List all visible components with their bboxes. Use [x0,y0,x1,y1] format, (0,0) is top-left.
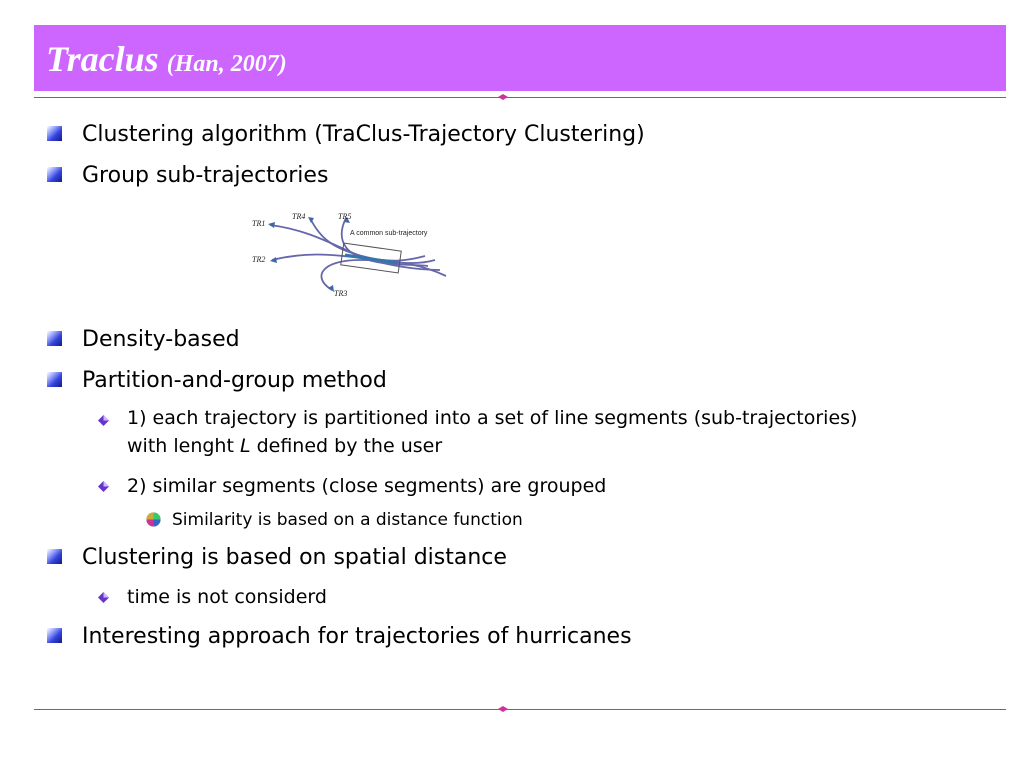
trajectory-line-3 [320,259,447,291]
sub-bullet-partitioned-text-a: 1) each trajectory is partitioned into a… [127,407,858,457]
bullet-clustering-algorithm: Clustering algorithm (TraClus-Trajectory… [82,122,645,147]
diamond-bullet-icon [98,481,109,492]
bullet-square-icon [47,331,62,346]
sub-bullet-partitioned: 1) each trajectory is partitioned into a… [127,404,887,460]
bottom-divider [34,709,1006,710]
bullet-spatial-distance: Clustering is based on spatial distance [82,545,507,570]
bullet-square-icon [47,628,62,643]
bullet-square-icon [47,372,62,387]
title-citation: (Han, 2007) [166,51,287,77]
trajectory-line-4 [309,217,426,262]
common-subtrajectory-segment [344,253,399,265]
top-divider-diamond [498,94,508,100]
arrowhead-5 [344,217,350,223]
bullet-density-based: Density-based [82,327,240,352]
fig-label-tr4: TR4 [292,212,305,221]
bottom-divider-diamond [498,706,508,712]
arrowhead-1 [268,222,275,228]
bullet-hurricanes: Interesting approach for trajectories of… [82,624,632,649]
fig-label-tr5: TR5 [338,212,351,221]
common-subtrajectory-box [340,242,402,274]
flower-bullet-icon [146,512,161,527]
fig-caption: A common sub-trajectory [350,230,428,237]
sub-bullet-grouped: 2) similar segments (close segments) are… [127,475,607,497]
bullet-square-icon [47,126,62,141]
sub-bullet-time: time is not considerd [127,586,327,608]
sub-sub-bullet-similarity: Similarity is based on a distance functi… [172,510,523,530]
diamond-bullet-icon [98,592,109,603]
bullet-partition-and-group: Partition-and-group method [82,368,387,393]
bullet-group-subtrajectories: Group sub-trajectories [82,163,329,188]
slide-title: Traclus (Han, 2007) [46,39,287,84]
bullet-square-icon [47,549,62,564]
arrowhead-2 [270,257,277,263]
fig-label-tr3: TR3 [334,289,347,298]
fig-label-tr2: TR2 [252,255,265,264]
arrowhead-4 [308,217,314,223]
title-main: Traclus [46,39,159,79]
trajectory-clustering-figure: TR1 TR2 TR3 TR4 TR5 A common sub-traject… [252,212,447,298]
length-variable: L [239,435,251,457]
diamond-bullet-icon [98,415,109,426]
top-divider [34,97,1006,98]
sub-bullet-partitioned-text-b: defined by the user [250,435,443,457]
fig-label-tr1: TR1 [252,219,265,228]
title-bar: Traclus (Han, 2007) [34,25,1006,91]
arrowhead-3 [328,285,334,292]
bullet-square-icon [47,167,62,182]
